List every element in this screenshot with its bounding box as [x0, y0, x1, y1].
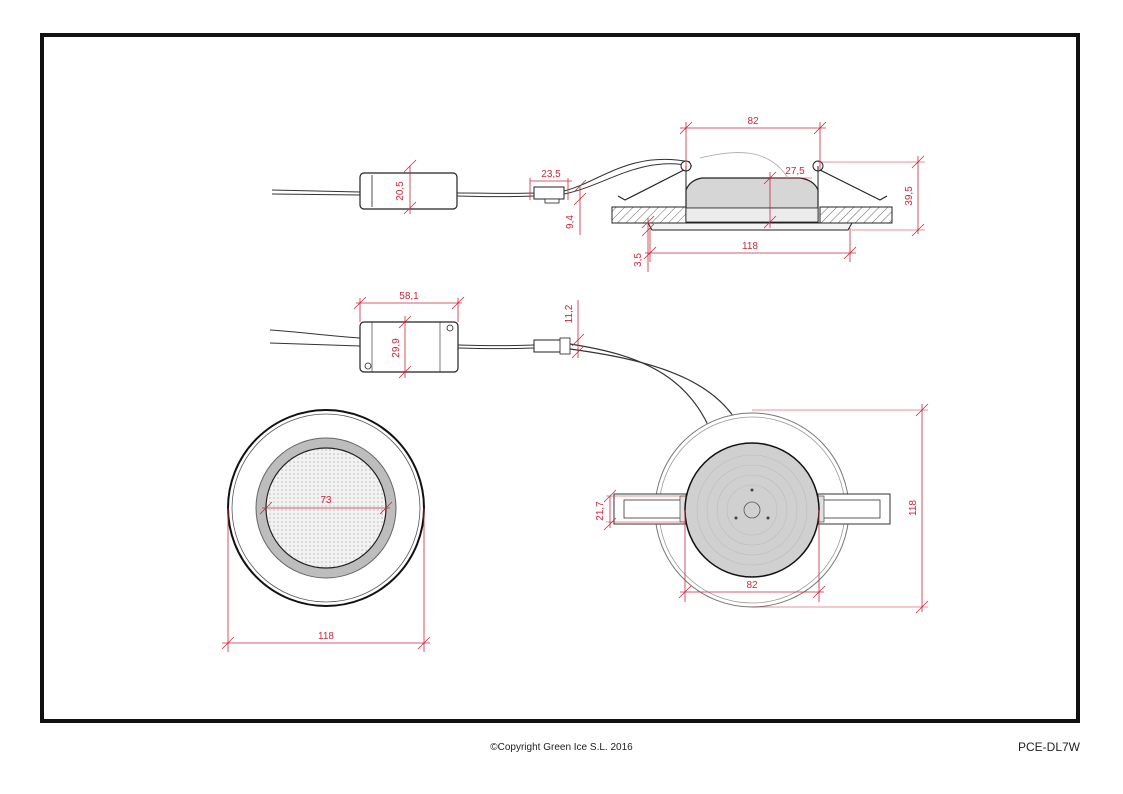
dim-label: 82	[747, 116, 759, 127]
connector-side-view	[533, 158, 693, 204]
dim-body-height: 27,5	[763, 166, 812, 229]
dim-label: 23,5	[541, 169, 561, 180]
dim-driver-length: 58,1	[353, 291, 465, 322]
dim-connector-width: 11,2	[564, 300, 585, 359]
dim-label: 82	[746, 580, 758, 591]
dim-rear-diameter: 118	[752, 403, 929, 614]
driver-top-view	[269, 321, 535, 373]
dim-label: 118	[742, 241, 758, 252]
dim-label: 21,7	[595, 501, 606, 521]
dim-flange-diameter-side: 118	[643, 228, 857, 262]
dim-label: 73	[320, 495, 332, 506]
dim-connector-length: 23,5	[529, 169, 572, 200]
dim-label: 11,2	[564, 304, 575, 323]
downlight-side-view	[611, 152, 893, 231]
copyright-text: ©Copyright Green Ice S.L. 2016	[490, 742, 633, 753]
dim-label: 39,5	[904, 186, 915, 206]
dim-label: 118	[318, 631, 334, 642]
dim-label: 29,9	[391, 338, 402, 358]
dim-connector-height: 9,4	[565, 179, 587, 235]
dim-label: 27,5	[785, 166, 805, 177]
dim-label: 58,1	[399, 291, 419, 302]
dim-flange-thickness: 3,5	[633, 215, 655, 272]
dim-clip-width: 21,7	[595, 489, 686, 531]
dim-rear-body-diameter: 82	[678, 510, 826, 602]
dim-front-diameter: 118	[221, 508, 431, 652]
dim-label: 3,5	[633, 253, 644, 267]
dim-lens-diameter: 73	[259, 495, 393, 515]
drawing-frame	[40, 33, 1080, 723]
dim-label: 118	[908, 500, 919, 516]
dim-side-width: 82	[679, 116, 827, 170]
dim-label: 20,5	[395, 181, 406, 201]
dim-total-height: 39,5	[818, 155, 925, 237]
product-code: PCE-DL7W	[1017, 740, 1080, 754]
downlight-rear-view	[613, 412, 891, 608]
dim-driver-height-side: 20,5	[395, 159, 417, 215]
dim-driver-width: 29,9	[391, 315, 412, 379]
dim-label: 9,4	[565, 215, 576, 229]
